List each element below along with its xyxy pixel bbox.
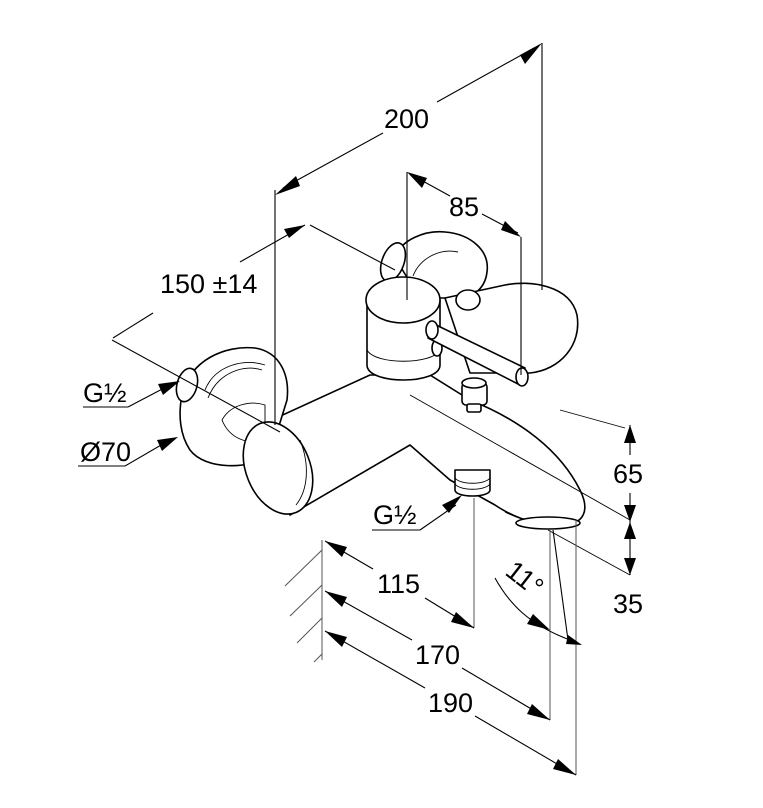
handle-collar bbox=[455, 289, 481, 311]
dim-200-line-left bbox=[282, 132, 384, 189]
left-end-cap bbox=[242, 421, 314, 515]
dimension-lines bbox=[78, 43, 636, 776]
label-spout-projection-b: 190 bbox=[428, 688, 473, 718]
label-spout-height-upper: 65 bbox=[613, 459, 643, 489]
lever-tip bbox=[515, 367, 529, 387]
label-inlet-thread: G½ bbox=[83, 378, 127, 408]
label-spout-height-lower: 35 bbox=[613, 589, 643, 619]
lever-base bbox=[425, 320, 439, 340]
label-spout-angle: 11° bbox=[500, 555, 549, 603]
center-valve-cap bbox=[365, 276, 441, 324]
label-spout-projection-a: 170 bbox=[415, 640, 460, 670]
label-outlet-projection: 115 bbox=[377, 569, 420, 599]
faucet-body bbox=[175, 230, 586, 530]
spout-outlet bbox=[515, 516, 581, 530]
label-overall-width: 200 bbox=[384, 104, 429, 134]
label-rosette-diameter: Ø70 bbox=[80, 437, 131, 467]
mixer-body bbox=[249, 374, 586, 526]
label-inlet-spacing: 150 ±14 bbox=[160, 269, 257, 299]
dim-200-line-right bbox=[436, 47, 535, 103]
label-outlet-thread: G½ bbox=[373, 500, 417, 530]
label-handle-offset: 85 bbox=[449, 192, 479, 222]
dimension-labels: 200 85 150 ±14 G½ Ø70 G½ 65 35 115 170 1… bbox=[80, 104, 643, 718]
